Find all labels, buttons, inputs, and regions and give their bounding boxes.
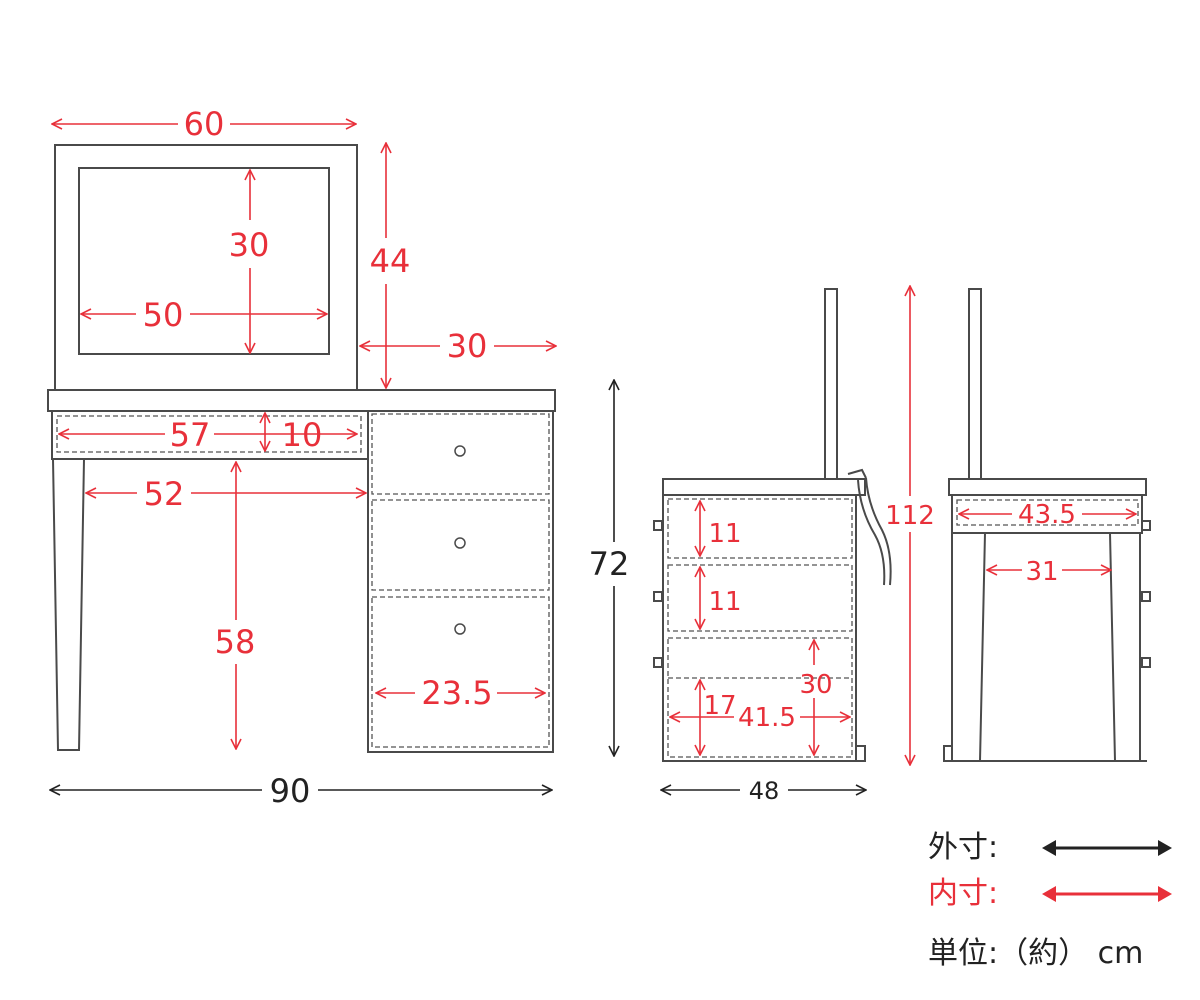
side-cable [847, 468, 892, 586]
dim-total-height-with-mirror: 112 [885, 501, 935, 531]
side-top-board [662, 478, 866, 496]
front-view: 60 30 50 44 30 57 10 52 58 [47, 105, 630, 810]
dim-top-depth: 30 [447, 327, 488, 365]
dim-knee-height: 58 [215, 623, 256, 661]
legend-outer-label: 外寸: [928, 830, 999, 865]
dim-apron-drawer-width: 57 [170, 416, 211, 454]
end-mirror-post [968, 288, 982, 480]
side-knob-3 [653, 657, 663, 668]
side-drawer-2 [667, 564, 853, 632]
side-knob-2 [653, 591, 663, 602]
left-leg [52, 458, 85, 751]
dim-side-drawer-depth: 41.5 [738, 703, 796, 733]
cabinet-drawer-1 [371, 413, 550, 495]
dim-mirror-height: 44 [370, 242, 411, 280]
end-view: 43.5 31 [943, 288, 1151, 762]
dim-total-width: 90 [270, 772, 311, 810]
dim-side-drawer-3-inner: 17 [703, 691, 736, 721]
legend-unit-row: 単位:（約） cm [928, 934, 1143, 974]
mirror-glass [78, 167, 330, 355]
dim-side-drawer-1: 11 [708, 519, 741, 549]
dim-mirror-width: 60 [184, 105, 225, 143]
dim-total-height: 72 [589, 545, 630, 583]
end-knob-1 [1141, 520, 1151, 531]
dim-mirror-inner-width: 50 [143, 296, 184, 334]
drawer-knob-3 [454, 623, 466, 635]
side-foot [855, 745, 866, 762]
legend-inner-arrow [1042, 886, 1172, 902]
end-apron [951, 494, 1143, 534]
legend-inner-label: 内寸: [928, 876, 999, 911]
dim-end-drawer-width: 43.5 [1018, 500, 1076, 530]
cabinet-drawer-2 [371, 499, 550, 591]
desk-top-board [47, 389, 556, 412]
end-left-leg [951, 532, 986, 762]
end-knob-2 [1141, 591, 1151, 602]
legend-unit-label: 単位:（約） cm [928, 936, 1144, 971]
legend-inner-row: 内寸: [928, 874, 1172, 914]
left-drawer-inner [56, 415, 362, 453]
end-top-board [948, 478, 1147, 496]
dim-side-drawer-2: 11 [708, 587, 741, 617]
dim-side-drawer-3: 30 [799, 670, 832, 700]
side-drawer-3 [667, 637, 853, 758]
drawer-cabinet [367, 410, 554, 753]
end-right-leg [1109, 532, 1141, 762]
dim-side-depth: 48 [749, 777, 780, 805]
side-mirror-post [824, 288, 838, 480]
legend-outer-row: 外寸: [928, 828, 1172, 868]
dim-apron-drawer-height: 10 [282, 416, 323, 454]
legend-outer-arrow [1042, 840, 1172, 856]
side-knob-1 [653, 520, 663, 531]
end-knob-3 [1141, 657, 1151, 668]
drawer-knob-2 [454, 537, 466, 549]
dim-mirror-inner-height: 30 [229, 226, 270, 264]
drawer-knob-1 [454, 445, 466, 457]
side-view: 11 11 30 17 41.5 48 112 [653, 286, 935, 805]
cabinet-drawer-3 [371, 596, 550, 748]
dim-knee-width: 52 [144, 475, 185, 513]
end-foot [943, 745, 953, 762]
legend: 外寸: 内寸: 単位:（約） cm [928, 826, 1188, 986]
dim-end-leg-gap: 31 [1025, 557, 1058, 587]
end-drawer-inner [956, 499, 1139, 526]
dim-cabinet-drawer-width: 23.5 [421, 674, 492, 712]
side-cabinet-body [662, 494, 857, 762]
side-drawer-1 [667, 498, 853, 559]
